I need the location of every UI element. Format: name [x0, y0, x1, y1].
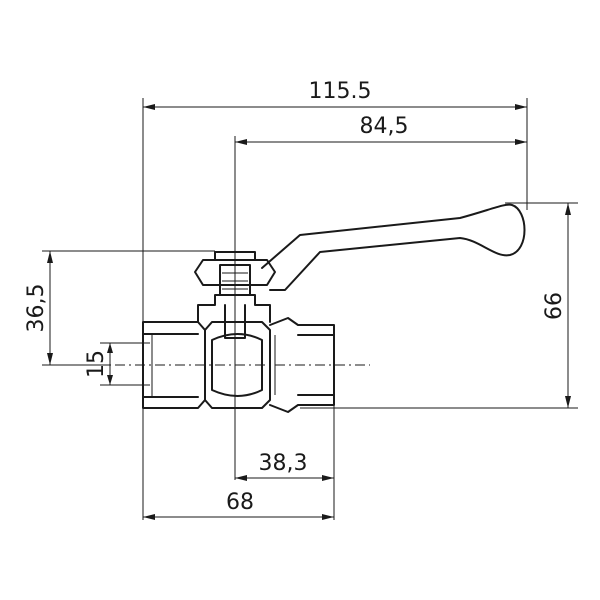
dimension-height — [565, 203, 571, 408]
label-body-length: 68 — [226, 490, 254, 515]
dimension-stem-height — [47, 251, 53, 365]
center-lines — [95, 236, 370, 425]
dimension-body-length — [143, 514, 334, 520]
valve-stem — [197, 264, 271, 339]
dimension-bore — [107, 343, 113, 385]
label-height: 66 — [542, 292, 567, 320]
extension-lines — [42, 98, 578, 520]
dimension-overall-length — [143, 104, 527, 110]
label-center-offset: 38,3 — [259, 451, 308, 476]
dimension-handle-reach — [235, 139, 527, 145]
dimension-center-offset — [235, 475, 334, 481]
handle-nut — [194, 251, 276, 286]
label-bore: 15 — [84, 350, 109, 378]
lever-handle — [261, 203, 526, 291]
label-handle-reach: 84,5 — [360, 114, 409, 139]
label-overall-length: 115.5 — [309, 79, 372, 104]
label-stem-height: 36,5 — [24, 284, 49, 333]
valve-body — [142, 317, 335, 413]
